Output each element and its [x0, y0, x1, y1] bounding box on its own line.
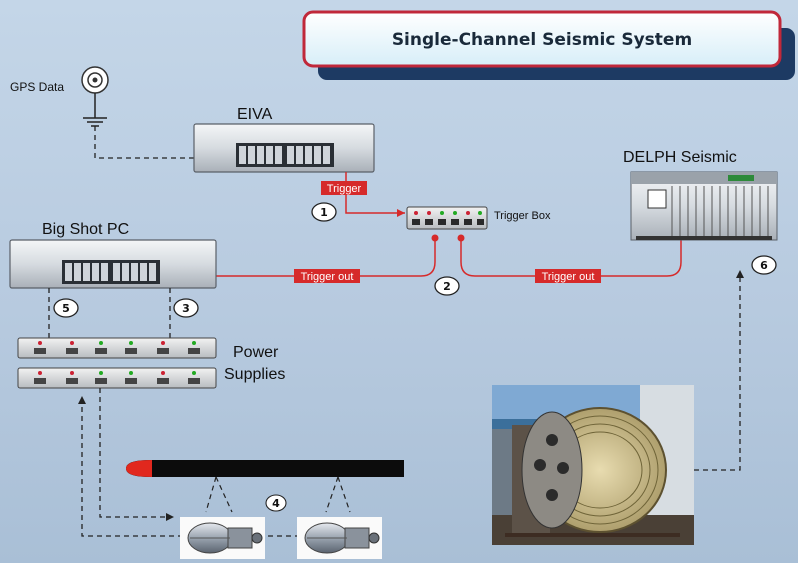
title-banner: Single-Channel Seismic System [302, 10, 795, 80]
delph-label: DELPH Seismic [623, 149, 737, 166]
step-badge-3: 3 [173, 298, 199, 318]
trigger-label-bg [321, 181, 367, 195]
power-supply-bottom [17, 367, 217, 389]
connector-dot [457, 234, 465, 242]
step-badge-4: 4 [265, 494, 287, 512]
arrow-icon [736, 270, 744, 278]
arrow-icon [166, 513, 174, 521]
delph-unit [630, 171, 778, 241]
step-number: 2 [443, 280, 451, 293]
hydrophone-drop [325, 476, 339, 513]
reel-to-delph-link [694, 275, 741, 471]
step-number: 3 [182, 302, 190, 315]
cable-reel-photo [492, 385, 694, 545]
arrow-icon [78, 396, 86, 404]
step-number: 4 [272, 497, 280, 510]
step-badge-5: 5 [53, 298, 79, 318]
big-shot-label: Big Shot PC [42, 221, 129, 238]
gps-label: GPS Data [10, 80, 64, 94]
trigger-box-label: Trigger Box [494, 210, 551, 222]
streamer-cable [126, 460, 404, 477]
step-badge-6: 6 [751, 255, 777, 275]
step-number: 1 [320, 206, 328, 219]
eiva-label: EIVA [237, 106, 273, 123]
trigger-out-right-bg [535, 269, 601, 283]
hydrophone-drop [215, 476, 233, 513]
trigger-out-left-line [216, 238, 436, 277]
trigger-out-left-label: Trigger out [301, 271, 354, 283]
gps-link [94, 126, 194, 159]
trigger-label: Trigger [327, 183, 362, 195]
hydrophone-drop [337, 476, 351, 513]
step-badge-2: 2 [434, 276, 460, 296]
connector-dot [431, 234, 439, 242]
hydrophone-icon [180, 517, 265, 559]
title-box [302, 10, 782, 68]
diagram-title: Single-Channel Seismic System [392, 30, 692, 50]
step-number: 5 [62, 302, 70, 315]
big-shot-pc [9, 239, 217, 289]
trigger-box [406, 206, 488, 230]
power-supplies-label-line2: Supplies [224, 366, 285, 383]
trigger-out-left-bg [294, 269, 360, 283]
trigger-out-right-label: Trigger out [542, 271, 595, 283]
power-supply-top [17, 337, 217, 359]
hydrophone-icon [297, 517, 382, 559]
power-supplies-label-line1: Power [233, 344, 279, 361]
arrow-icon [397, 209, 405, 217]
eiva-unit [193, 123, 375, 173]
step-number: 6 [760, 259, 768, 272]
hydrophone-drop [205, 476, 217, 513]
power-to-hydrophone-link [99, 388, 172, 518]
gps-antenna-icon [81, 66, 109, 127]
step-badge-1: 1 [311, 202, 337, 222]
